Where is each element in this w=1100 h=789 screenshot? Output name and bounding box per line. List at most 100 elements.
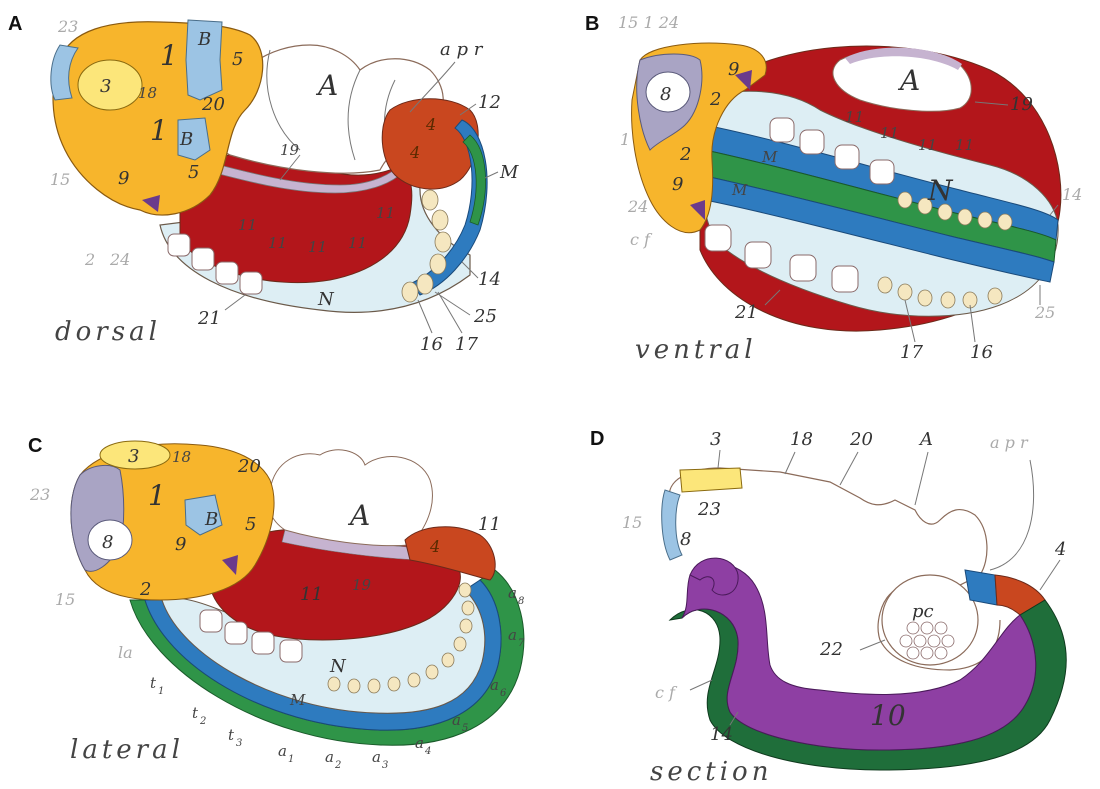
structure-d-3 — [680, 468, 742, 492]
label-c-2: 2 — [139, 579, 151, 600]
label-d-a: A — [918, 429, 933, 450]
label-c-20: 20 — [237, 456, 261, 477]
label-c-a8-sub: 8 — [518, 596, 524, 607]
label-b-m-2: M — [731, 181, 748, 199]
leader-a-16 — [418, 300, 432, 333]
label-a-m: M — [499, 162, 519, 183]
label-b-8: 8 — [660, 84, 671, 105]
leader-d-18 — [785, 452, 795, 474]
label-b-16: 16 — [970, 342, 993, 363]
label-c-11-top: 11 — [478, 514, 501, 535]
label-c-a5: a — [452, 711, 461, 729]
label-c-m: M — [289, 691, 306, 709]
label-b-9-b: 9 — [672, 174, 683, 195]
label-b-21: 21 — [734, 302, 758, 323]
label-c-a3-sub: 3 — [382, 760, 388, 771]
label-c-t1: t — [150, 674, 157, 692]
panel-c: C 3 18 20 — [28, 435, 525, 771]
label-b-11-d: 11 — [955, 136, 974, 154]
panel-d: D 3 18 20 A a p r 15 23 8 4 pc 22 c f — [590, 428, 1066, 787]
view-label-dorsal: dorsal — [55, 317, 161, 347]
label-a-9: 9 — [118, 168, 129, 189]
label-c-a6: a — [490, 676, 499, 694]
label-d-14: 14 — [710, 724, 733, 745]
label-c-19: 19 — [352, 576, 372, 594]
label-a-4-bottom: 4 — [409, 143, 420, 162]
view-label-ventral: ventral — [635, 335, 757, 365]
label-b-11-c: 11 — [918, 136, 937, 154]
label-a-11-e: 11 — [376, 204, 395, 222]
label-a-11-b: 11 — [268, 234, 287, 252]
label-c-a1: a — [278, 742, 287, 760]
label-c-t2: t — [192, 704, 199, 722]
label-a-12: 12 — [478, 92, 501, 113]
panel-b: B 15 1 24 9 — [585, 13, 1082, 365]
label-a-19: 19 — [280, 141, 300, 159]
label-d-pc: pc — [912, 601, 934, 622]
panel-letter-d: D — [590, 428, 604, 450]
label-c-t1-sub: 1 — [158, 686, 164, 697]
label-a-1-mid: 1 — [150, 114, 168, 147]
label-d-cf: c f — [655, 683, 678, 702]
label-c-a7: a — [508, 626, 517, 644]
label-a-1-top: 1 — [160, 39, 178, 72]
label-a-15: 15 — [50, 170, 70, 189]
label-d-4: 4 — [1054, 539, 1066, 560]
label-b-9: 9 — [728, 59, 739, 80]
label-b-14: 14 — [1062, 185, 1082, 204]
leader-d-20 — [840, 452, 858, 485]
label-a-3: 3 — [100, 76, 111, 97]
leader-a-17 — [438, 292, 462, 333]
label-a-24: 24 — [109, 250, 130, 269]
label-c-a: A — [347, 499, 370, 532]
label-b-n: N — [927, 174, 954, 207]
label-c-18: 18 — [172, 448, 191, 466]
label-c-t2-sub: 2 — [199, 716, 206, 727]
label-d-20: 20 — [849, 429, 873, 450]
label-b-cf: c f — [630, 230, 653, 249]
leader-d-apr — [990, 460, 1034, 570]
label-c-11-body: 11 — [300, 584, 323, 605]
label-a-20: 20 — [201, 94, 225, 115]
label-c-a8: a — [508, 584, 517, 602]
label-a-b-top: B — [197, 29, 211, 50]
leader-d-a — [915, 452, 928, 505]
label-d-18: 18 — [790, 429, 813, 450]
label-a-11-a: 11 — [238, 216, 257, 234]
label-d-10: 10 — [870, 699, 906, 732]
label-b-top: 15 1 24 — [618, 13, 679, 32]
label-a-11-c: 11 — [308, 238, 327, 256]
label-b-11-a: 11 — [845, 108, 864, 126]
label-b-19: 19 — [1010, 94, 1033, 115]
label-b-2: 2 — [709, 89, 721, 110]
label-c-a6-sub: 6 — [500, 688, 507, 699]
label-a-21: 21 — [197, 308, 221, 329]
label-c-a2-sub: 2 — [334, 760, 341, 771]
label-a-17: 17 — [455, 334, 478, 355]
label-b-11-b: 11 — [880, 124, 899, 142]
label-a-5-top: 5 — [232, 49, 243, 70]
label-c-n: N — [329, 656, 347, 677]
label-c-a1-sub: 1 — [288, 754, 294, 765]
label-c-8: 8 — [102, 532, 113, 553]
label-d-3: 3 — [710, 429, 721, 450]
label-a-5-mid: 5 — [188, 162, 199, 183]
leader-a-21 — [225, 295, 245, 310]
label-a-16: 16 — [420, 334, 443, 355]
label-a-11-d: 11 — [348, 234, 367, 252]
label-c-23: 23 — [29, 485, 50, 504]
panel-letter-c: C — [28, 435, 42, 457]
leader-d-3 — [718, 450, 720, 468]
structure-d-23 — [662, 490, 682, 560]
leader-d-22 — [860, 640, 885, 650]
label-a-n: N — [317, 289, 335, 310]
label-c-5: 5 — [245, 514, 256, 535]
label-c-1: 1 — [148, 479, 166, 512]
label-c-4: 4 — [429, 537, 440, 556]
label-c-a7-sub: 7 — [518, 638, 525, 649]
label-c-t3-sub: 3 — [236, 738, 242, 749]
label-d-8: 8 — [680, 529, 691, 550]
label-c-3: 3 — [128, 446, 139, 467]
label-a-b-mid: B — [179, 129, 193, 150]
